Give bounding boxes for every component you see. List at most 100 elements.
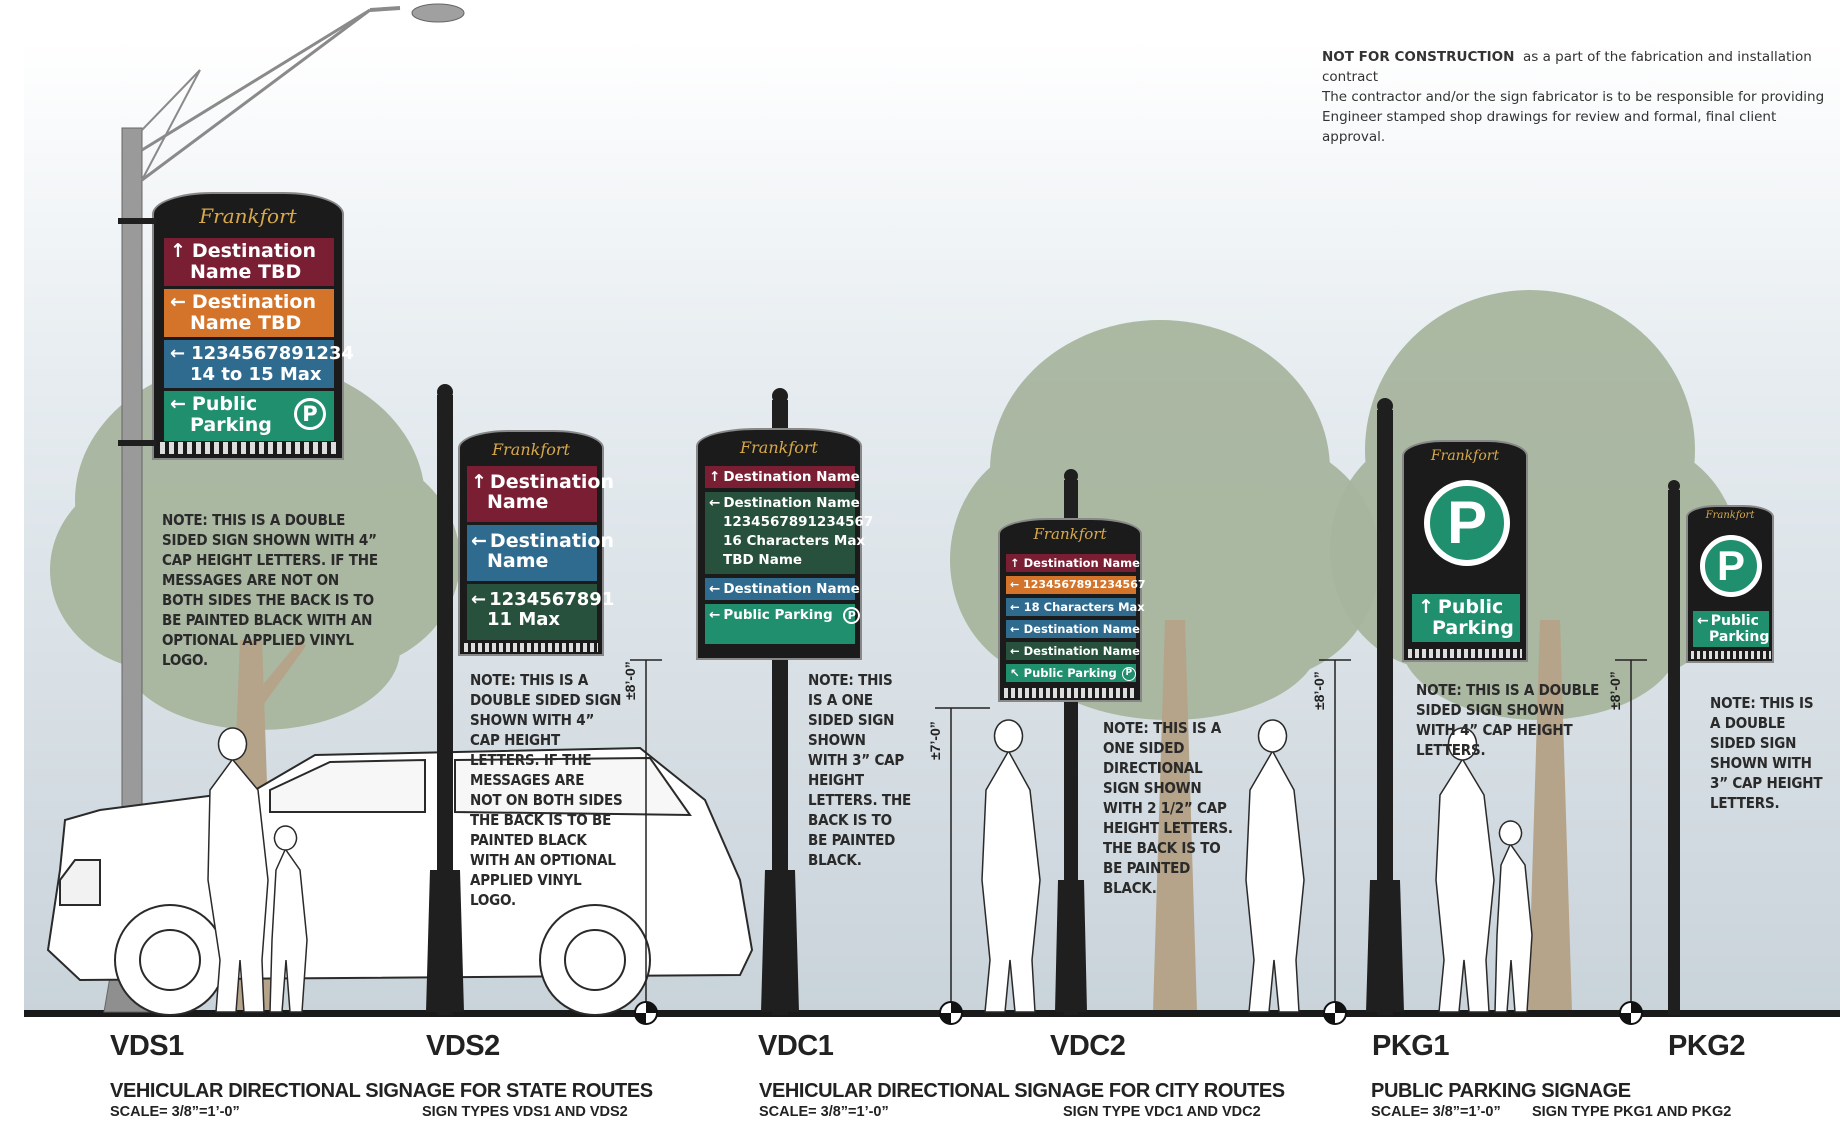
- note-line: MESSAGES ARE NOT ON: [162, 571, 339, 589]
- note-line: SHOWN: [808, 731, 866, 749]
- parking-p-icon: P: [294, 398, 326, 430]
- sign-base-grille: [160, 442, 338, 454]
- note-vds2: NOTE: THIS IS A DOUBLE SIDED SIGN SHOWN …: [470, 670, 650, 910]
- note-line: ONE SIDED: [1103, 739, 1185, 757]
- tree-right-trunk: [1528, 620, 1572, 1012]
- notice-lead: NOT FOR CONSTRUCTION: [1322, 49, 1515, 65]
- brand-logo: Frankfort: [1705, 510, 1755, 521]
- note-line: THE BACK IS TO BE: [470, 811, 612, 829]
- vdc2-row-5-label: Destination Name: [1023, 644, 1140, 658]
- brand-logo: Frankfort: [1430, 448, 1500, 464]
- note-line: BLACK.: [808, 851, 862, 869]
- vds1-row-1-line-1: Destination: [191, 240, 317, 262]
- note-line: THE BACK IS TO: [1103, 839, 1221, 857]
- group-scale-city-routes: SCALE= 3/8”=1’-0”: [759, 1104, 889, 1120]
- note-line: SIDED SIGN: [808, 711, 895, 729]
- vds1-row-2-line-2: Name TBD: [190, 312, 302, 334]
- note-line: NOTE: THIS IS A DOUBLE: [162, 511, 346, 529]
- vdc1-row-2-line-4: TBD Name: [723, 552, 803, 568]
- note-line: SIDED SIGN SHOWN: [1416, 701, 1565, 719]
- note-line: SIGN SHOWN: [1103, 779, 1202, 797]
- note-line: APPLIED VINYL: [470, 871, 582, 889]
- arrow-up-icon: ↑: [709, 469, 721, 485]
- vds2-row-1-line-1: Destination: [489, 471, 615, 493]
- parking-p-glyph: P: [1446, 489, 1488, 556]
- sign-base-grille: [464, 643, 598, 652]
- group-scale-parking: SCALE= 3/8”=1’-0”: [1371, 1104, 1501, 1120]
- brand-logo: Frankfort: [1033, 525, 1107, 543]
- vds1-bracket-bottom: [118, 440, 156, 446]
- note-line: BE PAINTED BLACK WITH AN: [162, 611, 373, 629]
- dimension-lines: [630, 659, 1647, 1012]
- arrow-up-icon: ↑: [1418, 596, 1434, 618]
- note-line: WITH 3” CAP: [808, 751, 905, 769]
- vdc1-row-2-line-3: 16 Characters Max: [723, 533, 866, 549]
- note-line: BACK IS TO: [808, 811, 892, 829]
- code-vdc2: VDC2: [1050, 1030, 1126, 1062]
- tree-middle-trunk: [1153, 620, 1197, 1012]
- vdc2-row-3: ← 18 Characters Max: [1006, 598, 1145, 616]
- note-pkg1: NOTE: THIS IS A DOUBLE SIDED SIGN SHOWN …: [1416, 680, 1606, 760]
- note-line: SHOWN WITH 4”: [470, 711, 595, 729]
- arrow-left-icon: ←: [1010, 644, 1024, 658]
- brand-logo: Frankfort: [492, 440, 570, 459]
- vds2-row-3-line-1: 1234567891: [489, 589, 615, 610]
- note-pkg2: NOTE: THIS IS A DOUBLE SIDED SIGN SHOWN …: [1710, 693, 1836, 813]
- dimension-label-pkg1: ±8’-0”: [1311, 671, 1327, 710]
- note-line: LETTERS.: [1416, 741, 1486, 759]
- construction-notice: NOT FOR CONSTRUCTION as a part of the fa…: [1322, 47, 1837, 147]
- code-pkg1: PKG1: [1372, 1030, 1449, 1062]
- notice-line-2: The contractor and/or the sign fabricato…: [1322, 89, 1825, 105]
- vdc1-row-2: ←Destination Name 1234567891234567 16 Ch…: [705, 492, 873, 574]
- note-line: HEIGHT LETTERS.: [1103, 819, 1233, 837]
- vds2-row-2-line-2: Name: [487, 550, 549, 572]
- vdc2-row-2-label: 1234567891234567: [1023, 578, 1146, 591]
- person-silhouettes: [207, 719, 1533, 1013]
- note-line: 3” CAP HEIGHT: [1710, 774, 1823, 792]
- note-line: SHOWN WITH: [1710, 754, 1812, 772]
- note-line: NOT ON BOTH SIDES: [470, 791, 623, 809]
- arrow-left-icon: ←: [709, 581, 721, 597]
- vdc1-row-4-label: Public Parking: [723, 607, 833, 623]
- code-vds1: VDS1: [110, 1030, 184, 1062]
- vdc2-row-2: ← 1234567891234567: [1006, 576, 1146, 594]
- arrow-left-icon: ←: [709, 495, 721, 511]
- note-line: BOTH SIDES THE BACK IS TO: [162, 591, 374, 609]
- note-line: WITH 2 1/2” CAP: [1103, 799, 1227, 817]
- arrow-left-icon: ←: [170, 291, 186, 313]
- vdc1-row-2-line-1: Destination Name: [723, 495, 860, 511]
- parking-circle-icon: P: [1424, 480, 1510, 566]
- vds2-row-3-line-2: 11 Max: [487, 609, 560, 630]
- vdc1-row-2-line-2: 1234567891234567: [723, 514, 874, 530]
- note-line: IS A ONE: [808, 691, 873, 709]
- arrow-left-icon: ←: [170, 343, 186, 364]
- parking-circle-icon: P: [1700, 535, 1762, 597]
- note-line: DIRECTIONAL: [1103, 759, 1203, 777]
- vds1-bracket-top: [118, 218, 156, 224]
- group-types-state-routes: SIGN TYPES VDS1 AND VDS2: [422, 1104, 628, 1120]
- arrow-up-icon: ↑: [170, 240, 186, 262]
- note-line: LOGO.: [470, 891, 516, 909]
- vdc1-row-1: ↑Destination Name: [705, 466, 860, 488]
- vdc2-row-4-label: Destination Name: [1023, 622, 1140, 636]
- note-line: WITH AN OPTIONAL: [470, 851, 616, 869]
- code-vdc1: VDC1: [758, 1030, 834, 1062]
- note-line: NOTE: THIS IS A: [1103, 719, 1222, 737]
- arrow-up-icon: ↑: [1010, 556, 1024, 570]
- arrow-diagonal-icon: ↖: [1010, 666, 1024, 680]
- brand-logo: Frankfort: [740, 438, 818, 457]
- note-line: MESSAGES ARE: [470, 771, 585, 789]
- vdc1-row-4: ←Public Parking P: [705, 604, 861, 644]
- arrow-left-icon: ←: [1010, 600, 1024, 614]
- vdc1-row-3-label: Destination Name: [723, 581, 860, 597]
- sign-base-grille: [1004, 688, 1136, 698]
- sign-vdc2: Frankfort ↑ Destination Name ← 123456789…: [998, 518, 1146, 702]
